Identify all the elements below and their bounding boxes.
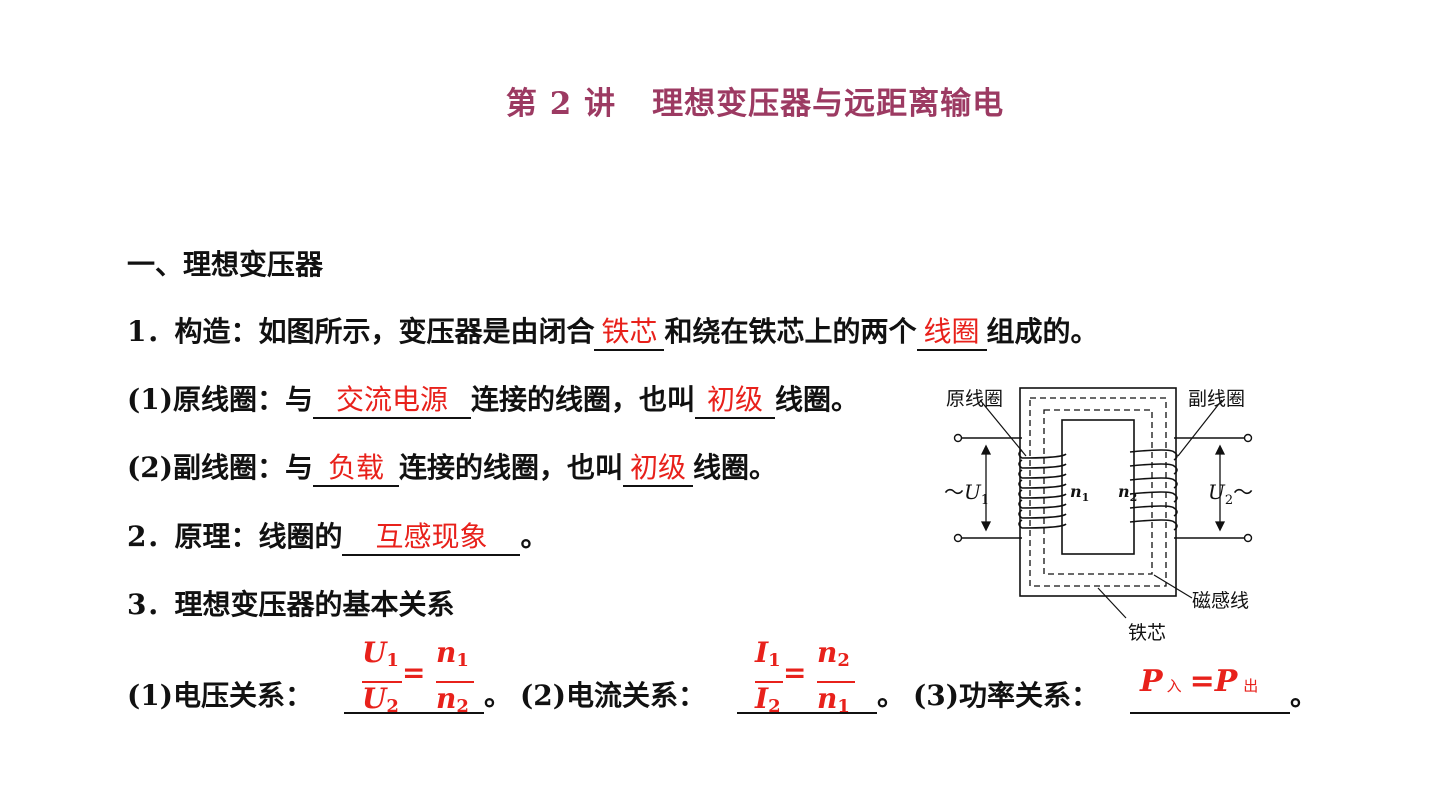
secondary-terminal-bottom	[1243, 533, 1253, 543]
lecture-number: 第 2 讲	[505, 86, 617, 122]
flux-leader	[1153, 574, 1193, 599]
flux-label: 磁感线	[1192, 590, 1250, 612]
blank-secondary-level: 初级	[623, 451, 693, 487]
u1-arrow	[980, 444, 992, 532]
n1-label: n1	[1070, 482, 1090, 505]
blank-iron-core: 铁芯	[594, 315, 665, 351]
page-title: 第 2 讲理想变压器与远距离输电	[0, 78, 1440, 123]
primary-terminal-top	[953, 433, 963, 443]
item-secondary-coil: (2)副线圈：与负载连接的线圈，也叫初级线圈。	[127, 448, 777, 488]
sep-1: 。	[484, 679, 513, 712]
section-heading: 一、理想变压器	[127, 248, 324, 281]
item-structure: 1．构造：如图所示，变压器是由闭合铁芯和绕在铁芯上的两个线圈组成的。	[127, 312, 1099, 352]
sep-2: 。	[877, 679, 906, 712]
primary-coil-label: 原线圈	[946, 388, 1004, 410]
current-relation-label: (2)电流关系：	[520, 679, 706, 712]
transformer-diagram	[953, 387, 1253, 619]
item-principle: 2．原理：线圈的互感现象。	[127, 517, 549, 557]
primary-terminal-bottom	[953, 533, 963, 543]
power-relation-label: (3)功率关系：	[913, 679, 1099, 712]
voltage-bar-right	[436, 681, 474, 683]
core-label: 铁芯	[1128, 622, 1167, 644]
power-answer-line	[1130, 712, 1290, 714]
voltage-bar-left	[362, 681, 402, 683]
current-answer-line	[737, 712, 877, 714]
blank-coils: 线圈	[916, 315, 987, 351]
sep-3: 。	[1290, 679, 1319, 712]
secondary-leader	[1177, 399, 1223, 457]
blank-ac-source: 交流电源	[312, 383, 471, 419]
secondary-coil-label: 副线圈	[1188, 388, 1246, 410]
item-primary-coil: (1)原线圈：与交流电源连接的线圈，也叫初级线圈。	[127, 380, 859, 420]
primary-leader	[979, 399, 1027, 457]
voltage-relation-label: (1)电压关系：	[127, 679, 313, 712]
u2-arrow	[1214, 444, 1226, 532]
lecture-topic: 理想变压器与远距离输电	[652, 86, 1005, 122]
secondary-coil	[1129, 437, 1246, 539]
secondary-terminal-top	[1243, 433, 1253, 443]
current-bar-right	[817, 681, 855, 683]
voltage-answer-line	[344, 712, 484, 714]
blank-primary-level: 初级	[695, 383, 775, 419]
u2-label: U2～	[1208, 480, 1254, 508]
core-leader	[1097, 587, 1127, 619]
blank-mutual-induction: 互感现象	[342, 520, 521, 556]
u1-label: ～U1	[944, 480, 990, 508]
core-inner	[1061, 419, 1135, 555]
blank-load: 负载	[312, 451, 399, 487]
item-relations-heading: 3．理想变压器的基本关系	[127, 588, 455, 621]
current-bar-left	[755, 681, 783, 683]
n2-label: n2	[1118, 482, 1138, 505]
